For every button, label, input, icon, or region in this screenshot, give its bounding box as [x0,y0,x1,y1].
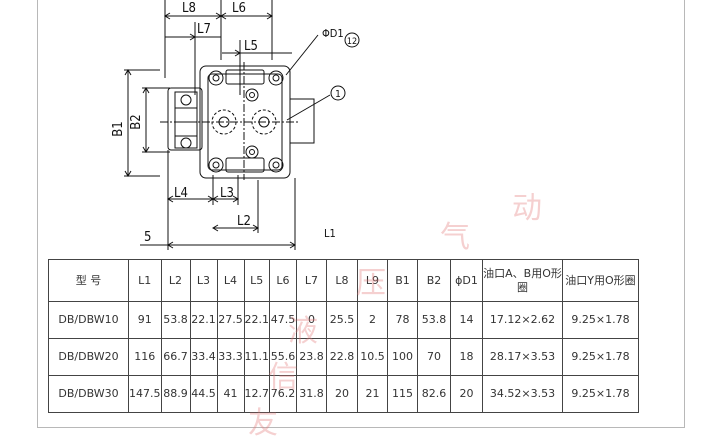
cell-b2: 53.8 [417,301,451,339]
header-b1: B1 [387,259,418,302]
table-row: DB/DBW20 116 66.7 33.4 33.3 11.1 55.6 23… [48,338,639,376]
header-l5: L5 [243,259,270,302]
cell-l8: 22.8 [326,338,358,376]
cell-b2: 82.6 [417,375,451,413]
cell-l3: 22.1 [189,301,218,339]
cell-l4: 41 [216,375,245,413]
header-b2: B2 [417,259,451,302]
cell-l9: 10.5 [357,338,388,376]
cell-oring-y: 9.25×1.78 [562,301,639,339]
table-row: DB/DBW10 91 53.8 22.1 27.5 22.1 47.5 0 2… [48,301,639,339]
header-model: 型 号 [48,259,129,302]
dim-label-l3: L3 [220,186,234,201]
cell-l8: 25.5 [326,301,358,339]
header-l8: L8 [326,259,358,302]
cell-model: DB/DBW20 [48,338,129,376]
cell-l7: 0 [296,301,327,339]
cell-oring-y: 9.25×1.78 [562,375,639,413]
cell-l9: 21 [357,375,388,413]
cell-l6: 55.6 [269,338,297,376]
cell-l3: 33.4 [189,338,218,376]
cell-l2: 88.9 [160,375,191,413]
header-l4: L4 [216,259,245,302]
frame-right-line [684,0,685,428]
cell-b1: 115 [387,375,418,413]
cell-l8: 20 [326,375,358,413]
cell-l4: 27.5 [216,301,245,339]
cell-l7: 31.8 [296,375,327,413]
cell-phi-d1: 20 [450,375,483,413]
cell-l6: 76.2 [269,375,297,413]
spec-table: 型 号 L1 L2 L3 L4 L5 L6 L7 L8 L9 B1 B2 ϕD1… [48,259,639,413]
cell-l9: 2 [357,301,388,339]
cell-l1: 116 [128,338,162,376]
cell-l5: 11.1 [243,338,270,376]
cell-l2: 66.7 [160,338,191,376]
cell-phi-d1: 14 [450,301,483,339]
cell-l7: 23.8 [296,338,327,376]
frame-bottom-line [37,427,685,428]
dim-label-l7: L7 [197,22,211,37]
dim-label-phi-d1: ΦD1 [322,27,344,40]
header-oring-y: 油口Y用O形圈 [562,259,639,302]
cell-oring-y: 9.25×1.78 [562,338,639,376]
callout-1: 1 [335,89,341,100]
callout-12: 12 [347,37,357,47]
cell-b1: 100 [387,338,418,376]
header-phi-d1: ϕD1 [450,259,483,302]
cell-l3: 44.5 [189,375,218,413]
header-l1: L1 [128,259,162,302]
dim-label-l5: L5 [244,39,258,54]
frame-left-line [37,0,38,428]
header-l2: L2 [160,259,191,302]
valve-dimension-drawing: L8 L6 L7 L5 ΦD1 L1 L4 L3 L2 5 12 1 B1 B2 [111,0,360,250]
cell-model: DB/DBW10 [48,301,129,339]
dim-label-l6: L6 [232,1,246,16]
header-l6: L6 [269,259,297,302]
cell-l1: 91 [128,301,162,339]
header-l9: L9 [357,259,388,302]
header-oring-ab: 油口A、B用O形圈 [482,259,563,302]
cell-b1: 78 [387,301,418,339]
cell-b2: 70 [417,338,451,376]
dim-label-l4: L4 [174,186,188,201]
dim-label-l8: L8 [182,1,196,16]
cell-l1: 147.5 [128,375,162,413]
header-l7: L7 [296,259,327,302]
dim-label-5: 5 [144,230,151,245]
cell-phi-d1: 18 [450,338,483,376]
dim-label-b2: B2 [129,114,144,129]
dim-label-b1: B1 [111,121,126,136]
cell-l5: 12.7 [243,375,270,413]
dim-label-l1: L1 [324,227,336,240]
cell-l2: 53.8 [160,301,191,339]
table-row: DB/DBW30 147.5 88.9 44.5 41 12.7 76.2 31… [48,375,639,413]
cell-l6: 47.5 [269,301,297,339]
cell-model: DB/DBW30 [48,375,129,413]
header-l3: L3 [189,259,218,302]
cell-oring-ab: 34.52×3.53 [482,375,563,413]
cell-oring-ab: 17.12×2.62 [482,301,563,339]
cell-l4: 33.3 [216,338,245,376]
cell-l5: 22.1 [243,301,270,339]
dim-label-l2: L2 [237,214,251,229]
cell-oring-ab: 28.17×3.53 [482,338,563,376]
table-header-row: 型 号 L1 L2 L3 L4 L5 L6 L7 L8 L9 B1 B2 ϕD1… [48,259,639,302]
